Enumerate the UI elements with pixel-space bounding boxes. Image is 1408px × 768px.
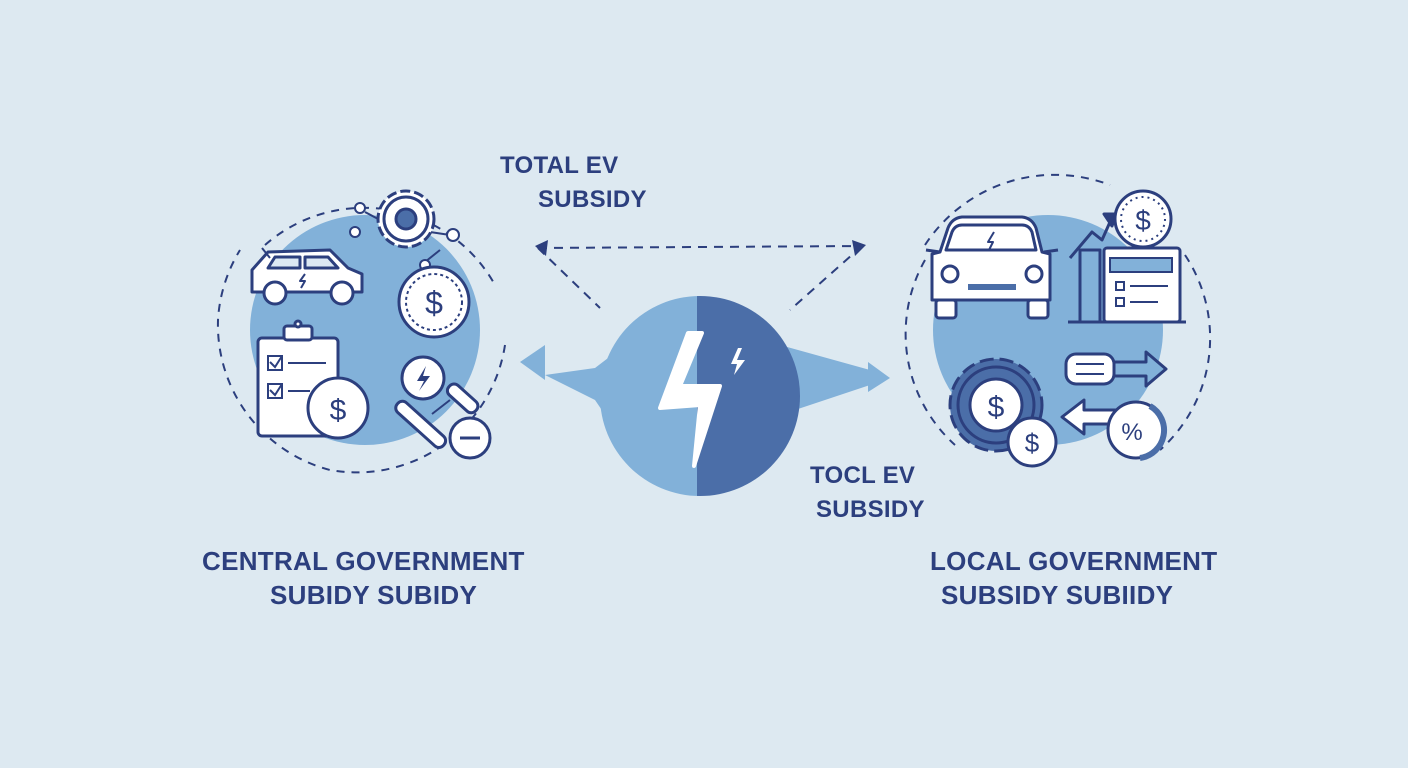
dollar-coin-icon: $ (1006, 416, 1058, 468)
gear-icon (376, 189, 436, 249)
tocl-subsidy-line2: SUBSIDY (816, 496, 925, 523)
document-icon (1102, 246, 1182, 324)
central-dashed-ring (264, 206, 496, 286)
lightning-bolt-icon (658, 331, 722, 468)
svg-text:$: $ (988, 391, 1005, 424)
triangle-arrowhead-right (852, 240, 866, 256)
arrow-right-icon (1064, 350, 1168, 388)
total-subsidy-line1: TOTAL EV (500, 152, 619, 179)
total-subsidy-line2: SUBSIDY (538, 186, 647, 213)
local-label-line2: SUBSIDY SUBIIDY (941, 580, 1174, 610)
spark-icon (731, 348, 745, 375)
dollar-clock-icon: $ (1113, 189, 1173, 249)
percent-coin-icon: % (1106, 400, 1168, 461)
svg-text:$: $ (330, 394, 347, 427)
arrow-right-head (868, 362, 890, 392)
growth-chart-icon (1068, 212, 1186, 324)
arrow-left-shape (545, 355, 612, 425)
arrow-left-head (520, 345, 545, 380)
local-dashed-ring-2 (1159, 254, 1212, 451)
local-dashed-ring (924, 173, 1111, 246)
local-cluster: $ $ $ % (904, 173, 1212, 468)
dashed-triangle (537, 245, 863, 311)
central-label-line2: SUBIDY SUBIDY (270, 580, 478, 610)
local-label-line1: LOCAL GOVERNMENT (930, 546, 1218, 576)
pliers-icon (394, 382, 480, 449)
car-icon (250, 248, 364, 306)
arrow-right-shape (780, 345, 870, 415)
car-icon (925, 215, 1059, 320)
dollar-coin-icon: $ (397, 265, 471, 339)
triangle-arrowhead-left (535, 240, 548, 256)
tocl-subsidy-line1: TOCL EV (810, 462, 916, 489)
lightning-coin-icon (400, 355, 446, 401)
minus-coin-icon (448, 416, 492, 460)
svg-text:$: $ (1135, 205, 1151, 236)
svg-text:$: $ (1025, 428, 1040, 458)
svg-text:$: $ (425, 285, 443, 321)
central-cluster: $ $ (216, 189, 506, 474)
central-label-line1: CENTRAL GOVERNMENT (202, 546, 525, 576)
clipboard-dollar-coin-icon: $ (306, 376, 370, 440)
central-dashed-ring-2 (216, 249, 506, 474)
svg-text:%: % (1121, 419, 1142, 446)
